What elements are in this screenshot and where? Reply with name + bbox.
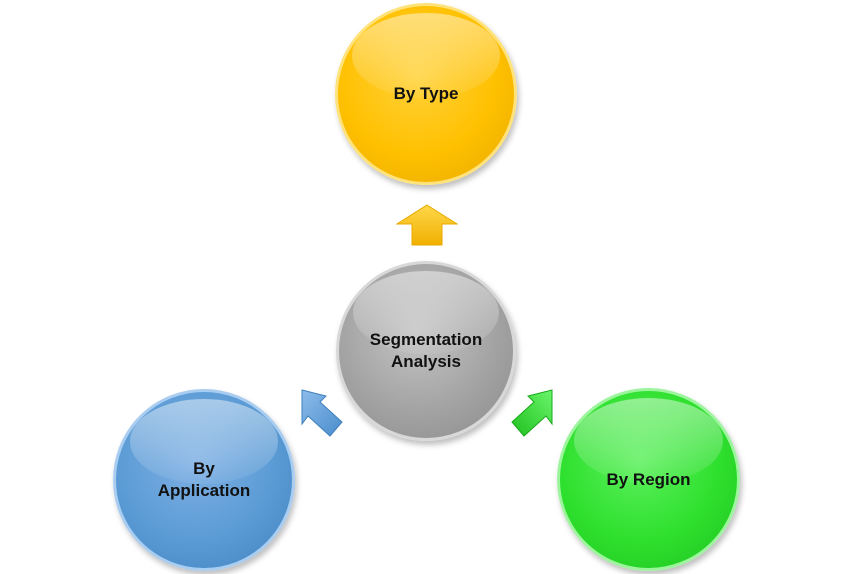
node-by-type-label: By Type [393, 84, 459, 103]
node-by-region-label: By Region [606, 469, 691, 489]
arrow-up-to-type [396, 204, 458, 246]
node-segmentation-analysis: Segmentation Analysis [336, 261, 516, 441]
node-segmentation-analysis-label: Segmentation Analysis [369, 330, 483, 371]
arrow-down-right-to-region [511, 389, 553, 437]
node-by-application-label: By Application [157, 459, 251, 500]
node-by-application: By Application [113, 389, 295, 571]
node-by-region: By Region [557, 388, 740, 571]
arrow-down-left-to-application [301, 389, 343, 437]
node-by-type: By Type [335, 3, 517, 185]
